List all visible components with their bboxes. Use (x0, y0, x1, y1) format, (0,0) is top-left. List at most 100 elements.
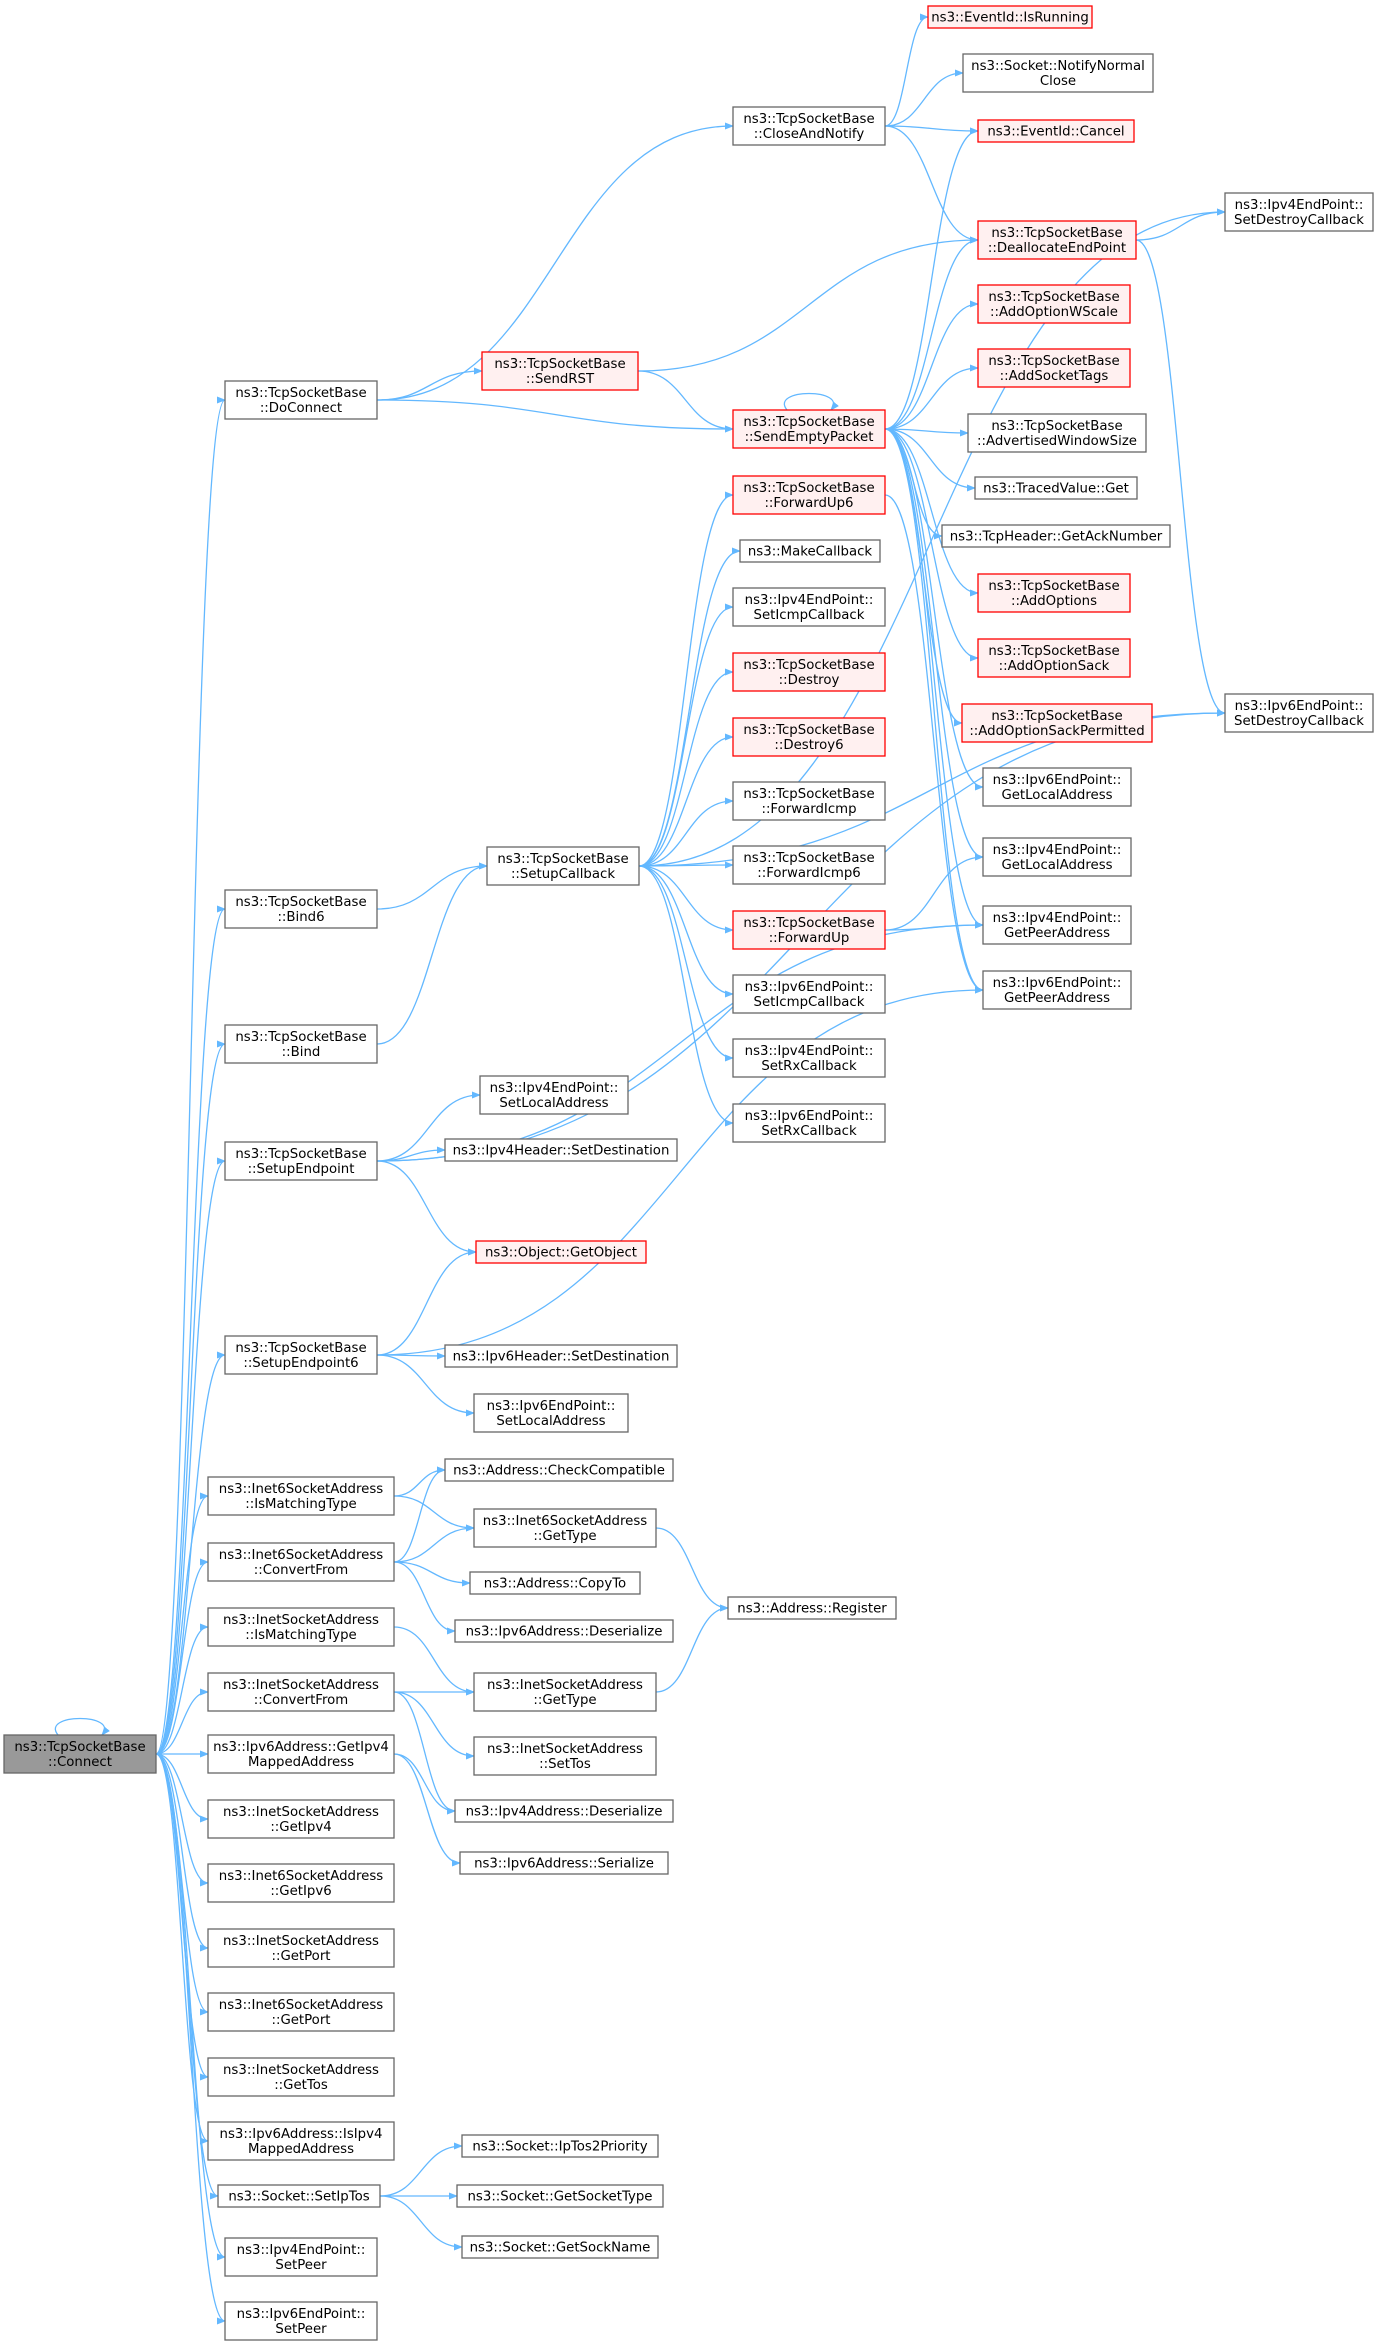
node-inet-convertfrom[interactable]: ns3::InetSocketAddress::ConvertFrom (207, 1672, 395, 1712)
node-box (982, 970, 1132, 1010)
edge-deallocateendpoint-to-ipv6ep_setdestroy (1135, 239, 1226, 717)
node-destroy6[interactable]: ns3::TcpSocketBase::Destroy6 (732, 717, 886, 757)
node-ipv6ep-setrx[interactable]: ns3::Ipv6EndPoint::SetRxCallback (732, 1103, 886, 1143)
node-inet-ismatching[interactable]: ns3::InetSocketAddress::IsMatchingType (207, 1607, 395, 1647)
node-box (732, 106, 886, 146)
node-ipv4ep-seticmp[interactable]: ns3::Ipv4EndPoint::SetIcmpCallback (732, 587, 886, 627)
node-label-line: ns3::TcpSocketBase (235, 1030, 366, 1045)
node-ipv4ep-setpeer[interactable]: ns3::Ipv4EndPoint::SetPeer (224, 2237, 378, 2277)
node-ipv4ep-setdestroy[interactable]: ns3::Ipv4EndPoint::SetDestroyCallback (1224, 192, 1374, 232)
node-label-line: ::Connect (48, 1755, 112, 1770)
node-label-line: ns3::TcpSocketBase (991, 419, 1122, 434)
node-closeandnotify[interactable]: ns3::TcpSocketBase::CloseAndNotify (732, 106, 886, 146)
node-ipv4hdr-setdest[interactable]: ns3::Ipv4Header::SetDestination (444, 1138, 678, 1162)
node-socket-getsockettype[interactable]: ns3::Socket::GetSocketType (456, 2184, 664, 2208)
node-bind[interactable]: ns3::TcpSocketBase::Bind (224, 1024, 378, 1064)
node-ipv6ep-setpeer[interactable]: ns3::Ipv6EndPoint::SetPeer (224, 2301, 378, 2341)
node-inet-getipv4[interactable]: ns3::InetSocketAddress::GetIpv4 (207, 1799, 395, 1839)
node-inet-settos[interactable]: ns3::InetSocketAddress::SetTos (473, 1736, 657, 1776)
node-addoptions[interactable]: ns3::TcpSocketBase::AddOptions (977, 573, 1131, 613)
node-ipv6ep-getpeer[interactable]: ns3::Ipv6EndPoint::GetPeerAddress (982, 970, 1132, 1010)
node-connect[interactable]: ns3::TcpSocketBase::Connect (3, 1734, 157, 1774)
node-box (475, 1240, 647, 1264)
node-setupendpoint[interactable]: ns3::TcpSocketBase::SetupEndpoint (224, 1141, 378, 1181)
node-bind6[interactable]: ns3::TcpSocketBase::Bind6 (224, 889, 378, 929)
node-inet6-getport[interactable]: ns3::Inet6SocketAddress::GetPort (207, 1992, 395, 2032)
node-inet6-getipv6[interactable]: ns3::Inet6SocketAddress::GetIpv6 (207, 1863, 395, 1903)
node-inet-gettos[interactable]: ns3::InetSocketAddress::GetTos (207, 2057, 395, 2097)
node-label-line: ns3::Ipv4EndPoint:: (993, 911, 1122, 926)
node-box (481, 351, 639, 391)
node-label-line: ::GetTos (274, 2078, 328, 2093)
node-inet6-convertfrom[interactable]: ns3::Inet6SocketAddress::ConvertFrom (207, 1542, 395, 1582)
node-box (732, 974, 886, 1014)
node-box (961, 703, 1153, 743)
node-tcpheader-getack[interactable]: ns3::TcpHeader::GetAckNumber (941, 524, 1171, 548)
node-eventid-cancel[interactable]: ns3::EventId::Cancel (977, 119, 1135, 143)
node-forwardicmp[interactable]: ns3::TcpSocketBase::ForwardIcmp (732, 781, 886, 821)
node-addoptionsackpermitted[interactable]: ns3::TcpSocketBase::AddOptionSackPermitt… (961, 703, 1153, 743)
node-ipv4ep-setlocal[interactable]: ns3::Ipv4EndPoint::SetLocalAddress (479, 1075, 629, 1115)
node-label-line: ::GetPort (271, 1949, 330, 1964)
node-addoptionsack[interactable]: ns3::TcpSocketBase::AddOptionSack (977, 638, 1131, 678)
node-ipv6ep-setlocal[interactable]: ns3::Ipv6EndPoint::SetLocalAddress (473, 1393, 629, 1433)
node-ipv4addr-deserialize[interactable]: ns3::Ipv4Address::Deserialize (454, 1799, 674, 1823)
node-addsockettags[interactable]: ns3::TcpSocketBase::AddSocketTags (977, 348, 1131, 388)
node-ipv6ep-setdestroy[interactable]: ns3::Ipv6EndPoint::SetDestroyCallback (1224, 693, 1374, 733)
node-advertisedwindowsize[interactable]: ns3::TcpSocketBase::AdvertisedWindowSize (967, 413, 1147, 453)
node-label-line: ns3::TcpSocketBase (988, 354, 1119, 369)
node-label-line: ns3::InetSocketAddress (487, 1742, 643, 1757)
node-ipv6addr-deserialize[interactable]: ns3::Ipv6Address::Deserialize (454, 1619, 674, 1643)
edge-inet6_gettype-to-addr_register (655, 1527, 729, 1612)
node-label-line: SetLocalAddress (496, 1414, 605, 1429)
node-ipv4ep-setrx[interactable]: ns3::Ipv4EndPoint::SetRxCallback (732, 1038, 886, 1078)
node-ipv6ep-seticmp[interactable]: ns3::Ipv6EndPoint::SetIcmpCallback (732, 974, 886, 1014)
node-ipv6hdr-setdest[interactable]: ns3::Ipv6Header::SetDestination (444, 1344, 678, 1368)
node-ipv4ep-getpeer[interactable]: ns3::Ipv4EndPoint::GetPeerAddress (982, 905, 1132, 945)
node-label-line: ns3::TcpSocketBase (991, 226, 1122, 241)
node-setupendpoint6[interactable]: ns3::TcpSocketBase::SetupEndpoint6 (224, 1335, 378, 1375)
node-forwardup[interactable]: ns3::TcpSocketBase::ForwardUp (732, 910, 886, 950)
node-ipv4ep-getlocal[interactable]: ns3::Ipv4EndPoint::GetLocalAddress (982, 837, 1132, 877)
node-ipv6ep-getlocal[interactable]: ns3::Ipv6EndPoint::GetLocalAddress (982, 767, 1132, 807)
node-label-line: ::GetPort (271, 2013, 330, 2028)
node-box (732, 1103, 886, 1143)
node-inet-getport[interactable]: ns3::InetSocketAddress::GetPort (207, 1928, 395, 1968)
node-box (732, 475, 886, 515)
node-addr-copyto[interactable]: ns3::Address::CopyTo (469, 1571, 641, 1595)
node-label-line: ::GetType (533, 1529, 596, 1544)
node-eventid-isrunning[interactable]: ns3::EventId::IsRunning (927, 5, 1093, 29)
node-object-getobject[interactable]: ns3::Object::GetObject (475, 1240, 647, 1264)
node-label-line: ::ForwardUp (769, 931, 850, 946)
node-sendemptypacket[interactable]: ns3::TcpSocketBase::SendEmptyPacket (732, 409, 886, 449)
node-forwardup6[interactable]: ns3::TcpSocketBase::ForwardUp6 (732, 475, 886, 515)
node-deallocateendpoint[interactable]: ns3::TcpSocketBase::DeallocateEndPoint (977, 220, 1137, 260)
node-label-line: ns3::Ipv4EndPoint:: (745, 1044, 874, 1059)
node-tracedvalue-get[interactable]: ns3::TracedValue::Get (974, 476, 1138, 500)
node-destroy[interactable]: ns3::TcpSocketBase::Destroy (732, 652, 886, 692)
node-addr-checkcompat[interactable]: ns3::Address::CheckCompatible (444, 1458, 674, 1482)
node-socket-iptos2prio[interactable]: ns3::Socket::IpTos2Priority (461, 2134, 659, 2158)
node-addr-register[interactable]: ns3::Address::Register (727, 1596, 897, 1620)
node-inet-gettype[interactable]: ns3::InetSocketAddress::GetType (473, 1672, 657, 1712)
node-doconnect[interactable]: ns3::TcpSocketBase::DoConnect (224, 380, 378, 420)
node-inet6-ismatching[interactable]: ns3::Inet6SocketAddress::IsMatchingType (207, 1476, 395, 1516)
edge-connect-to-inet_getipv4 (155, 1753, 209, 1823)
node-label-line: ::CloseAndNotify (754, 127, 865, 142)
node-ipv6addr-serialize[interactable]: ns3::Ipv6Address::Serialize (459, 1851, 669, 1875)
node-box (486, 846, 640, 886)
edge-connect-to-connect (54, 1717, 110, 1736)
node-addoptionwscale[interactable]: ns3::TcpSocketBase::AddOptionWScale (977, 284, 1131, 324)
edge-sendemptypacket-to-addoptions (884, 428, 979, 597)
node-makecallback[interactable]: ns3::MakeCallback (739, 539, 881, 563)
node-inet6-gettype[interactable]: ns3::Inet6SocketAddress::GetType (473, 1508, 657, 1548)
node-setupcallback[interactable]: ns3::TcpSocketBase::SetupCallback (486, 846, 640, 886)
node-socket-setiptos[interactable]: ns3::Socket::SetIpTos (217, 2184, 381, 2208)
node-forwardicmp6[interactable]: ns3::TcpSocketBase::ForwardIcmp6 (732, 845, 886, 885)
node-socket-getsockname[interactable]: ns3::Socket::GetSockName (461, 2235, 659, 2259)
node-sendrst[interactable]: ns3::TcpSocketBase::SendRST (481, 351, 639, 391)
node-label-line: ns3::TcpSocketBase (743, 723, 874, 738)
